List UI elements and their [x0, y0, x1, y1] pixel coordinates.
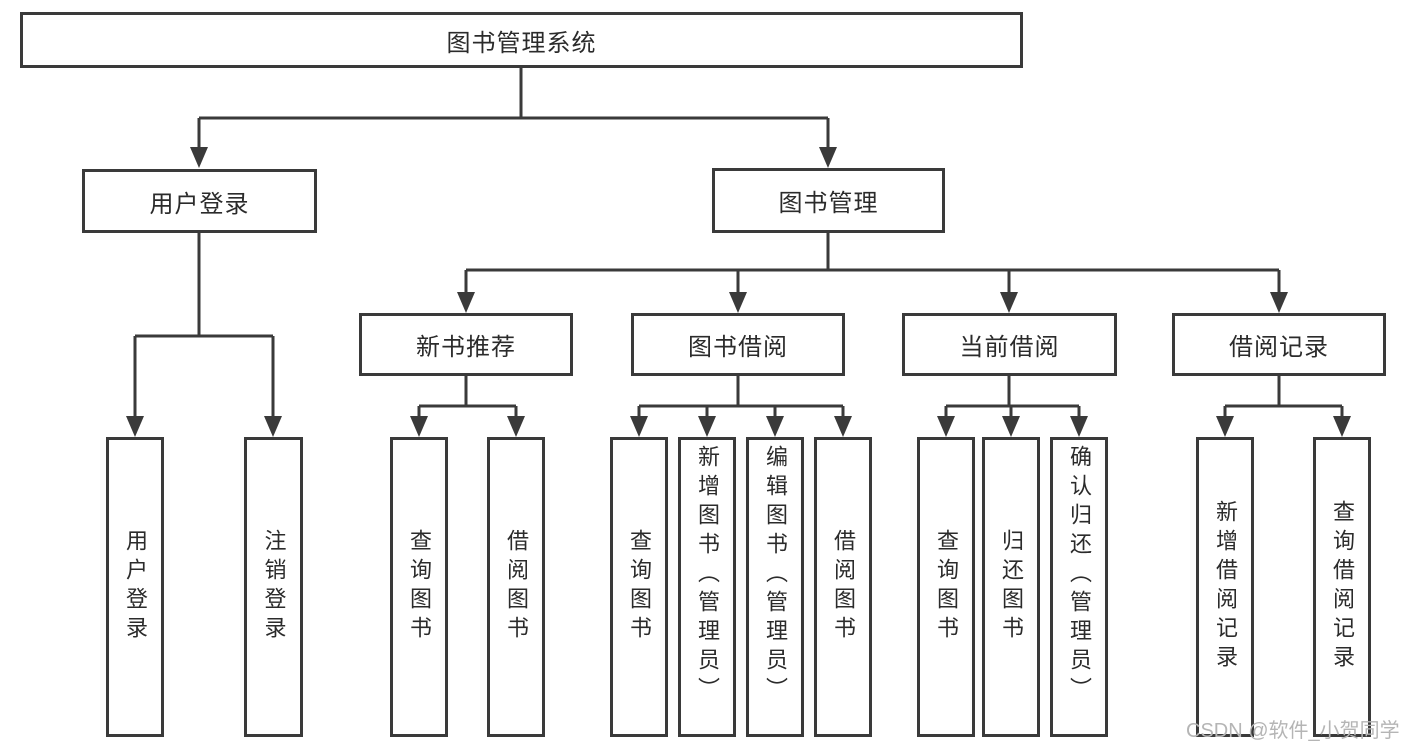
node-book-borrow: 图书借阅 — [631, 313, 845, 376]
arrowhead-down-icon — [819, 147, 837, 168]
node-label: 图书管理 — [778, 190, 879, 217]
node-user-login: 用户登录 — [82, 169, 317, 233]
arrowhead-down-icon — [1000, 292, 1018, 313]
node-label: 借阅记录 — [1229, 334, 1329, 361]
node-label: 归还图书 — [999, 529, 1024, 645]
arrowhead-down-icon — [457, 292, 475, 313]
arrowhead-down-icon — [698, 416, 716, 437]
node-label: 查询图书 — [934, 529, 959, 645]
node-add-borrow-record: 新增借阅记录 — [1196, 437, 1254, 737]
node-logout-leaf: 注销登录 — [244, 437, 303, 737]
node-label: 当前借阅 — [959, 334, 1060, 361]
node-library-system: 图书管理系统 — [20, 12, 1023, 68]
node-query-borrow-record: 查询借阅记录 — [1313, 437, 1371, 737]
node-confirm-return-admin: 确认归还（管理员） — [1050, 437, 1108, 737]
node-current-borrow: 当前借阅 — [902, 313, 1117, 376]
node-edit-book-admin: 编辑图书（管理员） — [746, 437, 804, 737]
node-label: 用户登录 — [149, 190, 250, 218]
node-label: 图书借阅 — [688, 334, 788, 361]
node-label: 确认归还（管理员） — [1067, 445, 1092, 706]
arrowhead-down-icon — [1002, 416, 1020, 437]
node-label: 查询借阅记录 — [1330, 500, 1355, 674]
arrowhead-down-icon — [1070, 416, 1088, 437]
node-user-login-leaf: 用户登录 — [106, 437, 164, 737]
arrowhead-down-icon — [126, 416, 144, 437]
arrowhead-down-icon — [630, 416, 648, 437]
node-borrow-books-leaf: 借阅图书 — [814, 437, 872, 737]
arrowhead-down-icon — [834, 416, 852, 437]
arrowhead-down-icon — [1333, 416, 1351, 437]
node-label: 新书推荐 — [416, 334, 516, 361]
node-new-book-recommend: 新书推荐 — [359, 313, 573, 376]
node-label: 用户登录 — [123, 529, 148, 645]
node-label: 借阅图书 — [504, 529, 529, 645]
csdn-watermark: CSDN @软件_小贺同学 — [1186, 720, 1400, 742]
arrowhead-down-icon — [729, 292, 747, 313]
arrowhead-down-icon — [1216, 416, 1234, 437]
node-query-books-recommend: 查询图书 — [390, 437, 448, 737]
arrowhead-down-icon — [264, 416, 282, 437]
node-book-management: 图书管理 — [712, 168, 945, 233]
node-query-books-borrow: 查询图书 — [610, 437, 668, 737]
arrowhead-down-icon — [1270, 292, 1288, 313]
connector-lines — [133, 68, 1344, 420]
node-label: 注销登录 — [261, 529, 287, 645]
arrowhead-down-icon — [190, 147, 208, 168]
arrowhead-down-icon — [507, 416, 525, 437]
node-label: 图书管理系统 — [446, 29, 597, 57]
node-label: 查询图书 — [627, 529, 652, 645]
node-borrow-books-recommend: 借阅图书 — [487, 437, 545, 737]
node-return-book: 归还图书 — [982, 437, 1040, 737]
node-borrow-records: 借阅记录 — [1172, 313, 1386, 376]
node-label: 编辑图书（管理员） — [763, 445, 788, 706]
arrowhead-down-icon — [766, 416, 784, 437]
arrowheads — [126, 147, 1351, 437]
node-label: 查询图书 — [407, 529, 432, 645]
connector-line — [133, 68, 1344, 420]
node-query-books-current: 查询图书 — [917, 437, 975, 737]
node-label: 新增图书（管理员） — [695, 445, 720, 706]
arrowhead-down-icon — [937, 416, 955, 437]
node-label: 借阅图书 — [831, 529, 856, 645]
node-label: 新增借阅记录 — [1213, 500, 1238, 674]
arrowhead-down-icon — [410, 416, 428, 437]
node-add-book-admin: 新增图书（管理员） — [678, 437, 736, 737]
